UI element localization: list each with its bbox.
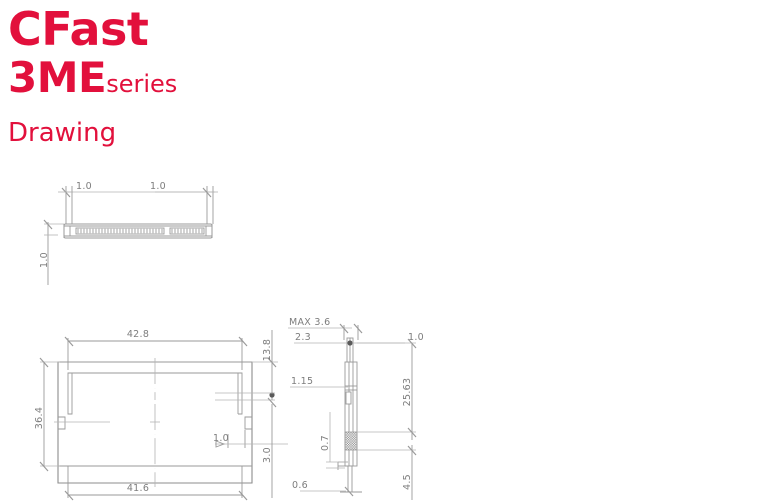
dim-conn-right-1p0: 1.0 [150,181,166,192]
side-ref-dot-top [347,340,353,346]
dim-side-0p7: 0.7 [320,435,331,451]
title-block: CFast 3MEseries Drawing [8,4,328,149]
connector-pins-group-1 [77,228,163,234]
dim-front-width-42p8: 42.8 [127,329,149,340]
dim-conn-left-1p0: 1.0 [76,181,92,192]
dim-reference-dot [269,392,275,398]
dim-front-notch-1p0: 1.0 [213,433,229,444]
view-side-profile: MAX 3.6 2.3 1.0 1.15 0.7 0.6 25.63 4.5 [288,317,424,500]
dim-side-25p63: 25.63 [402,378,413,407]
view-connector-edge: 1.0 1.0 1.0 [39,181,218,285]
dim-side-0p6: 0.6 [292,480,308,491]
dim-front-right-13p8: 13.8 [262,339,273,361]
dim-side-2p3: 2.3 [295,332,311,343]
dim-side-4p5: 4.5 [402,474,413,490]
view-front: 42.8 41.6 36.4 1.0 13.8 3.0 [34,329,288,501]
section-heading-drawing: Drawing [8,118,117,148]
dim-side-top-1p0: 1.0 [408,332,424,343]
product-name: CFast [8,2,149,56]
product-series-line: 3MEseries [8,54,328,111]
dim-front-height-36p4: 36.4 [34,407,45,429]
dim-front-right-3p0: 3.0 [262,447,273,463]
dim-conn-height-1p0: 1.0 [39,252,50,268]
dim-side-1p15: 1.15 [291,376,313,387]
side-view-hatched-region [344,431,358,451]
product-series-main: 3ME [8,53,107,102]
product-series-suffix: series [106,70,178,98]
dim-side-max-3p6: MAX 3.6 [289,317,330,328]
connector-pins-group-2 [171,228,203,234]
dim-front-width-41p6: 41.6 [127,483,149,494]
